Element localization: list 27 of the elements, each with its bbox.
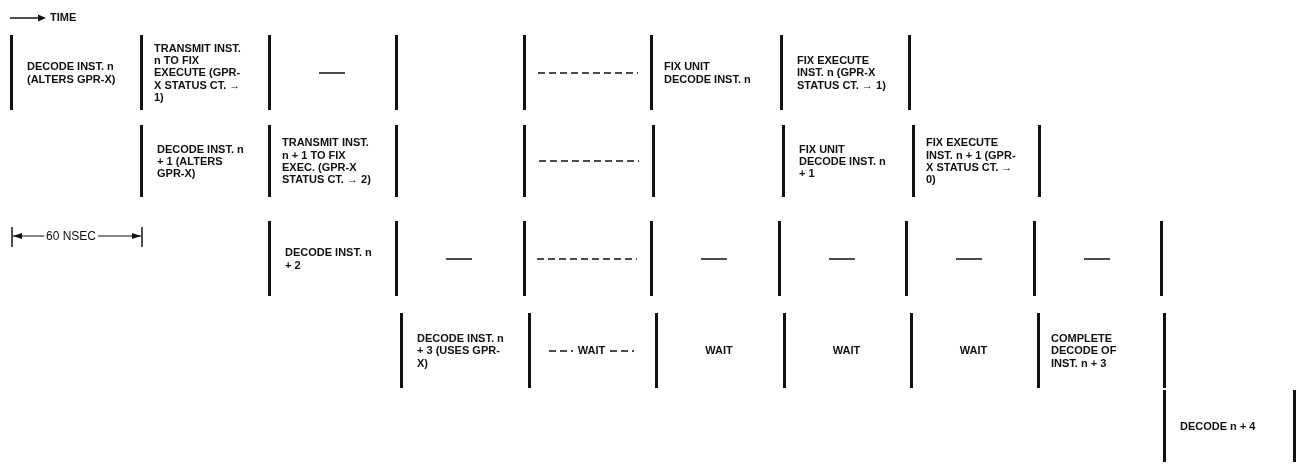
stage-text: WAIT [705,344,733,357]
time-slot-cell [780,35,911,110]
stage-text: TRANSMIT INST. n + 1 TO FIX EXEC. (GPR-X STATUS CT. → 2) [282,136,372,186]
stage-text: COMPLETE DECODE OF INST. n + 3 [1051,332,1118,369]
stage-text: WAIT [959,344,988,357]
stage-text: FIX UNIT DECODE INST. n + 1 [799,142,887,180]
time-slot-cell [140,125,271,197]
stage-text: DECODE n + 4 [1180,419,1256,433]
time-slot-cell [400,313,531,388]
stage-text: DECODE INST. n (ALTERS GPR-X) [27,60,117,85]
time-slot-cell [782,125,915,197]
stage-text: FIX UNIT DECODE INST. n [664,60,752,85]
dimension-label: 60 NSEC [44,229,99,243]
stage-text: WAIT [577,344,606,357]
stage-text: DECODE INST. n + 2 [285,246,373,271]
stage-text: WAIT [832,344,861,357]
stage-text: FIX EXECUTE INST. n (GPR-X STATUS CT. → 1) [797,54,887,91]
axis-label: TIME [48,11,79,23]
stage-text: FIX EXECUTE INST. n + 1 (GPR-X STATUS CT. → 0) [926,136,1017,186]
time-slot-cell [10,35,143,110]
time-slot-cell [1163,390,1296,462]
time-slot-cell [523,125,655,197]
time-slot-cell [268,221,398,296]
time-slot-cell [523,35,653,110]
stage-text: TRANSMIT INST. n TO FIX EXECUTE (GPR-X STATUS CT. → 1) [154,41,242,104]
stage-text: DECODE INST. n + 1 (ALTERS GPR-X) [157,142,245,180]
stage-text: DECODE INST. n + 3 (USES GPR-X) [417,332,505,369]
